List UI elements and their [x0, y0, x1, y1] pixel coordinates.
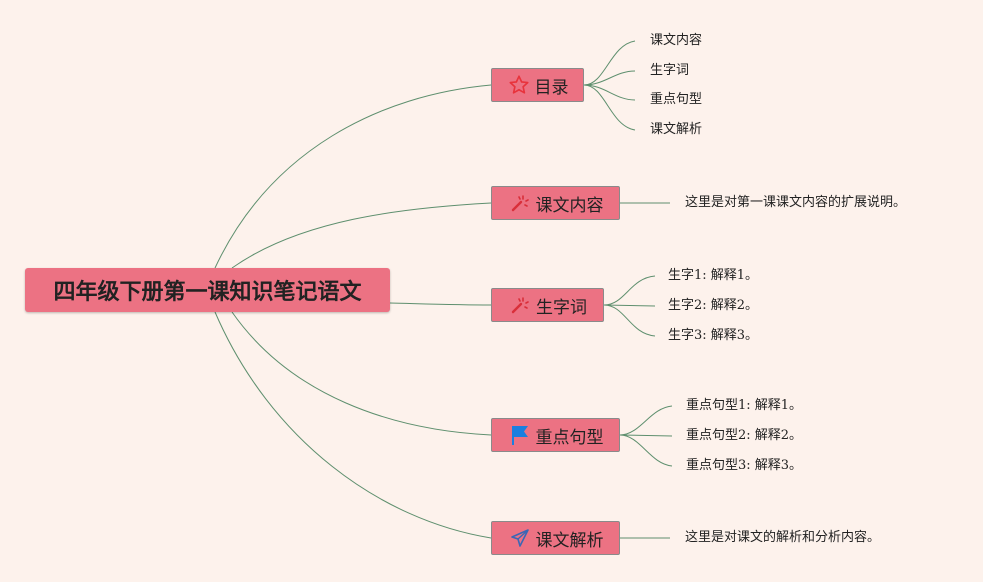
leaf-vocab-item[interactable]: 生字1: 解释1。: [668, 268, 759, 283]
root-topic[interactable]: 四年级下册第一课知识笔记语文: [25, 268, 390, 312]
connector-root-sentences: [231, 311, 492, 436]
branch-label: 目录: [534, 77, 569, 98]
branch-catalog[interactable]: 目录: [491, 68, 584, 102]
branch-key-sentences[interactable]: 重点句型: [491, 418, 620, 452]
branch-label: 课文内容: [535, 195, 604, 216]
paper-plane-icon: [508, 526, 532, 550]
leaf-catalog-item[interactable]: 生字词: [650, 63, 690, 78]
star-icon: [507, 73, 531, 97]
branch-text-analysis[interactable]: 课文解析: [491, 521, 620, 555]
leaf-catalog-item[interactable]: 课文解析: [650, 122, 703, 137]
magic-wand-icon: [508, 293, 532, 317]
leaf-catalog-item[interactable]: 课文内容: [650, 33, 703, 48]
leaf-vocab-item[interactable]: 生字3: 解释3。: [668, 328, 759, 343]
leaf-vocab-item[interactable]: 生字2: 解释2。: [668, 298, 759, 313]
leaf-sentence-item[interactable]: 重点句型3: 解释3。: [686, 458, 803, 473]
root-title: 四年级下册第一课知识笔记语文: [53, 280, 362, 305]
leaf-catalog-item[interactable]: 重点句型: [650, 92, 703, 107]
leaf-sentence-item[interactable]: 重点句型1: 解释1。: [686, 398, 803, 413]
branch-label: 课文解析: [535, 530, 604, 551]
branch-label: 重点句型: [535, 427, 604, 448]
leaf-analysis-note[interactable]: 这里是对课文的解析和分析内容。: [685, 530, 881, 545]
magic-wand-icon: [508, 191, 532, 215]
branch-vocabulary[interactable]: 生字词: [491, 288, 604, 322]
flag-icon: [508, 423, 532, 447]
branch-text-content[interactable]: 课文内容: [491, 186, 620, 220]
connector-root-analysis: [214, 311, 492, 539]
connector-root-content: [231, 202, 492, 269]
leaf-sentence-item[interactable]: 重点句型2: 解释2。: [686, 428, 803, 443]
connector-root-catalog: [214, 84, 492, 269]
leaf-content-note[interactable]: 这里是对第一课课文内容的扩展说明。: [685, 195, 907, 210]
branch-label: 生字词: [536, 297, 587, 318]
connector-root-vocab: [389, 302, 492, 306]
